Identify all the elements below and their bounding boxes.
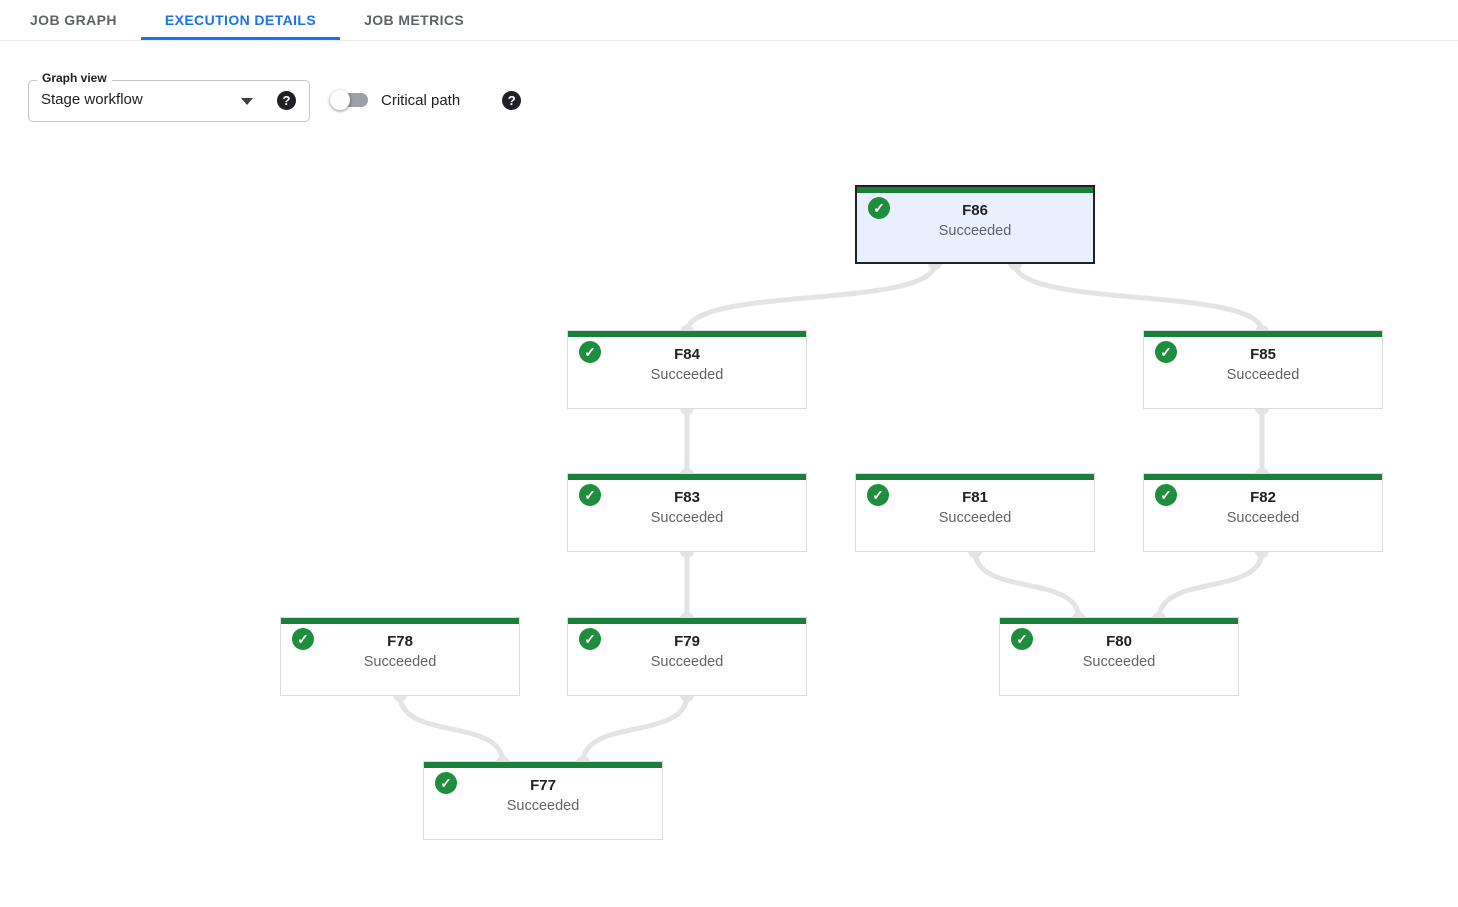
check-circle-icon: ✓	[435, 772, 457, 794]
tab-job-graph-label: JOB GRAPH	[30, 12, 117, 28]
node-status: Succeeded	[506, 798, 580, 814]
check-circle-icon: ✓	[292, 628, 314, 650]
node-status-bar	[857, 187, 1093, 193]
toggle-thumb	[330, 90, 350, 110]
node-status: Succeeded	[363, 654, 437, 670]
node-status-bar	[1000, 618, 1238, 624]
check-circle-icon: ✓	[867, 484, 889, 506]
check-circle-icon: ✓	[868, 197, 890, 219]
tab-job-graph[interactable]: JOB GRAPH	[6, 0, 141, 40]
node-title: F83	[674, 489, 700, 506]
node-status-bar	[1144, 331, 1382, 337]
critical-path-control: Critical path ?	[330, 77, 522, 123]
node-status-bar	[568, 618, 806, 624]
tab-execution-details[interactable]: EXECUTION DETAILS	[140, 0, 341, 40]
node-title: F84	[674, 346, 700, 363]
graph-controls: Graph view Stage workflow ? Critical pat…	[0, 72, 1458, 127]
node-title: F82	[1250, 489, 1276, 506]
node-status-bar	[281, 618, 519, 624]
graph-view-help-icon[interactable]: ?	[277, 91, 296, 110]
check-circle-icon: ✓	[579, 341, 601, 363]
check-circle-icon: ✓	[1155, 484, 1177, 506]
check-circle-icon: ✓	[1011, 628, 1033, 650]
node-status-bar	[856, 474, 1094, 480]
graph-view-select[interactable]: Graph view Stage workflow ?	[28, 72, 310, 122]
node-status: Succeeded	[650, 367, 724, 383]
critical-path-help-icon[interactable]: ?	[502, 90, 522, 110]
node-status-bar	[1144, 474, 1382, 480]
node-title: F86	[962, 202, 988, 219]
graph-view-selected-value: Stage workflow	[41, 91, 143, 108]
node-title: F81	[962, 489, 988, 506]
check-circle-icon: ✓	[1155, 341, 1177, 363]
node-title: F77	[530, 777, 556, 794]
node-title: F85	[1250, 346, 1276, 363]
tab-execution-details-label: EXECUTION DETAILS	[164, 12, 317, 28]
node-status: Succeeded	[1226, 510, 1300, 526]
tab-job-metrics[interactable]: JOB METRICS	[340, 0, 488, 40]
check-circle-icon: ✓	[579, 628, 601, 650]
node-status: Succeeded	[650, 510, 724, 526]
node-status-bar	[424, 762, 662, 768]
tab-bar: JOB GRAPH EXECUTION DETAILS JOB METRICS	[0, 0, 1458, 41]
node-status: Succeeded	[1082, 654, 1156, 670]
node-status: Succeeded	[938, 223, 1012, 239]
node-title: F79	[674, 633, 700, 650]
node-status: Succeeded	[650, 654, 724, 670]
node-title: F78	[387, 633, 413, 650]
tab-job-metrics-label: JOB METRICS	[364, 12, 465, 28]
critical-path-label: Critical path	[381, 91, 461, 109]
graph-view-select-label: Graph view	[37, 72, 112, 84]
node-status-bar	[568, 331, 806, 337]
chevron-down-icon[interactable]	[241, 98, 253, 105]
check-circle-icon: ✓	[579, 484, 601, 506]
node-title: F80	[1106, 633, 1132, 650]
node-status: Succeeded	[1226, 367, 1300, 383]
critical-path-toggle[interactable]	[330, 90, 370, 110]
node-status-bar	[568, 474, 806, 480]
node-status: Succeeded	[938, 510, 1012, 526]
